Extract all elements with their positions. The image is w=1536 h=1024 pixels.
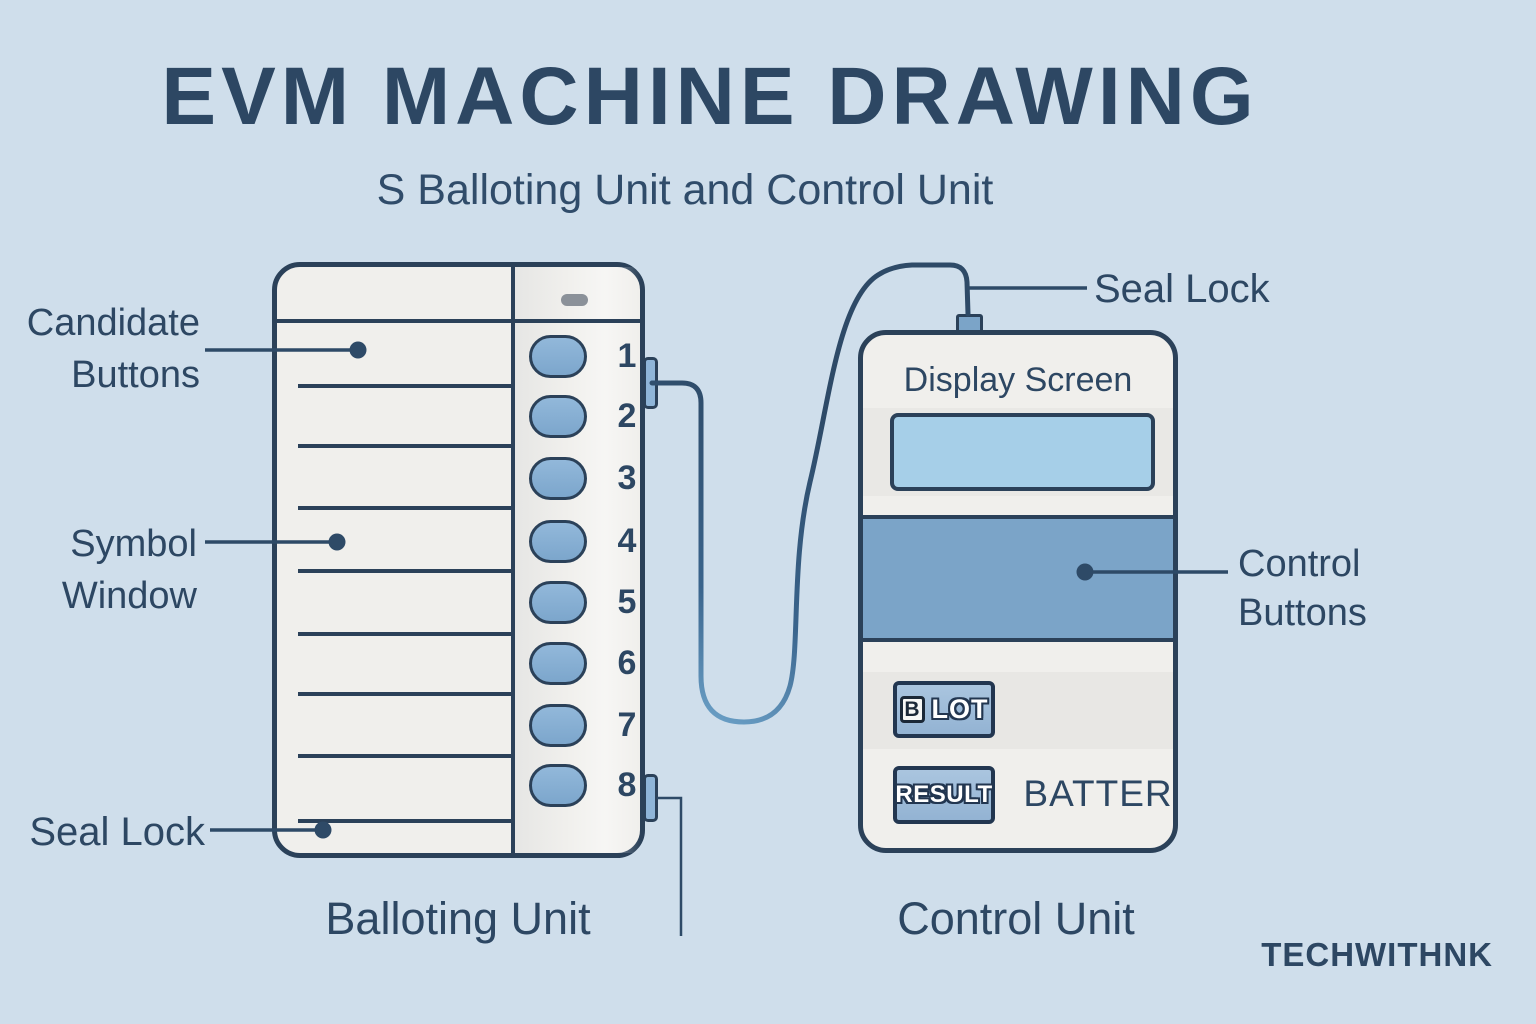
control-buttons-label-line1: Control xyxy=(1238,543,1361,585)
symbol-window-label: Symbol Window xyxy=(0,518,197,622)
candidate-number-5: 5 xyxy=(617,583,637,621)
battery-label: BATTER xyxy=(1023,773,1173,814)
candidate-number-6: 6 xyxy=(617,644,637,682)
candidate-buttons-label: Candidate Buttons xyxy=(0,297,200,401)
row-separator xyxy=(298,819,511,823)
display-screen-label: Display Screen xyxy=(903,361,1133,399)
candidate-buttons-label-line1: Candidate xyxy=(26,302,200,344)
ballot-button-text: LOT xyxy=(931,694,989,724)
symbol-window-label-line1: Symbol xyxy=(70,523,197,565)
symbol-window-label-line2: Window xyxy=(61,575,197,617)
candidate-button-7 xyxy=(529,704,587,747)
control-buttons-band xyxy=(863,515,1173,642)
balloting-unit-header-line xyxy=(277,319,640,323)
control-unit-caption: Control Unit xyxy=(897,893,1135,944)
row-separator xyxy=(298,444,511,448)
seal-lock-left-label: Seal Lock xyxy=(29,810,205,854)
candidate-number-2: 2 xyxy=(617,397,637,435)
balloting-unit: 1 2 3 4 5 6 7 8 xyxy=(272,262,645,858)
result-button: RESULT xyxy=(893,766,995,824)
candidate-button-8 xyxy=(529,764,587,807)
candidate-number-1: 1 xyxy=(617,337,637,375)
ballot-button: B LOT xyxy=(893,681,995,738)
candidate-button-2 xyxy=(529,395,587,438)
candidate-number-8: 8 xyxy=(617,766,637,804)
candidate-button-1 xyxy=(529,335,587,378)
bottom-tab-line xyxy=(657,796,683,936)
control-unit: Display Screen B LOT RESULT BATTER xyxy=(858,330,1178,853)
row-separator xyxy=(298,384,511,388)
page-title: EVM MACHINE DRAWING xyxy=(161,51,1259,142)
seal-lock-top-label: Seal Lock xyxy=(1094,267,1270,311)
result-button-text: RESULT xyxy=(895,781,993,808)
candidate-number-3: 3 xyxy=(617,459,637,497)
ballot-button-b-box: B xyxy=(899,696,925,723)
candidate-number-4: 4 xyxy=(617,522,637,560)
row-separator xyxy=(298,692,511,696)
control-buttons-label-line2: Buttons xyxy=(1238,592,1367,634)
balloting-unit-divider xyxy=(511,267,515,853)
control-buttons-label: Control Buttons xyxy=(1238,540,1367,638)
candidate-button-5 xyxy=(529,581,587,624)
candidate-button-6 xyxy=(529,642,587,685)
candidate-number-7: 7 xyxy=(617,706,637,744)
display-screen xyxy=(890,413,1155,491)
row-separator xyxy=(298,569,511,573)
row-separator xyxy=(298,506,511,510)
candidate-button-3 xyxy=(529,457,587,500)
balloting-unit-caption: Balloting Unit xyxy=(325,893,591,944)
watermark: TECHWITHNK xyxy=(1261,936,1493,973)
indicator-slot xyxy=(561,294,588,306)
row-separator xyxy=(298,754,511,758)
candidate-buttons-label-line2: Buttons xyxy=(71,354,200,396)
candidate-button-4 xyxy=(529,520,587,563)
page-subtitle: S Balloting Unit and Control Unit xyxy=(376,166,994,214)
row-separator xyxy=(298,632,511,636)
